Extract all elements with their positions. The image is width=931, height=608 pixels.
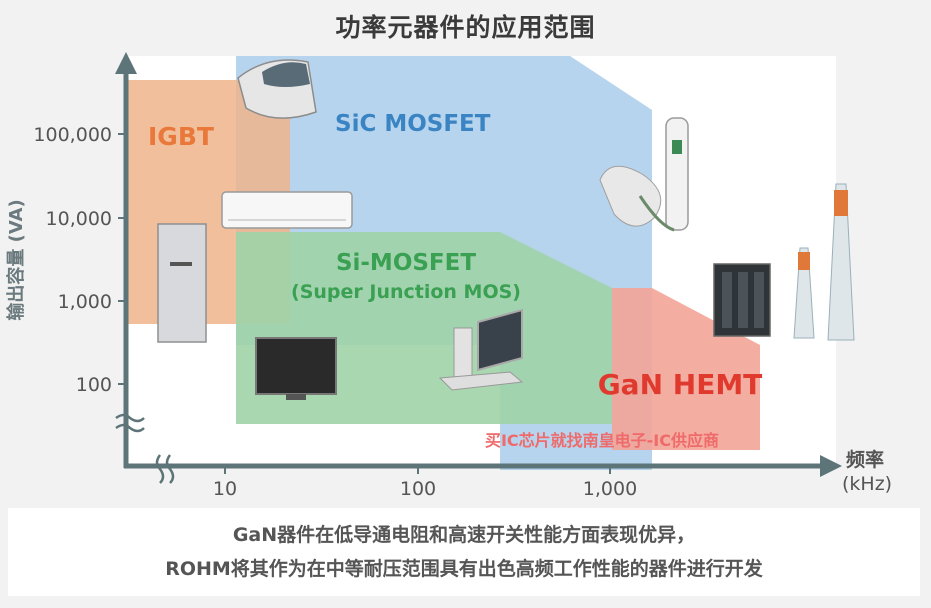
y-tick-label: 100,000 [33, 124, 112, 146]
server-slot [738, 272, 748, 328]
chart-title: 功率元器件的应用范围 [335, 13, 596, 42]
ev-charger-cable [638, 195, 675, 232]
y-axis-arrow [115, 52, 137, 74]
computer-monitor-illustration [477, 308, 523, 372]
cabinet-illustration [157, 223, 207, 343]
x-tick-label: 100 [400, 478, 436, 500]
x-tick-label: 1,000 [583, 478, 637, 500]
train-window [262, 62, 310, 87]
x-tick-label: 10 [213, 478, 237, 500]
y-tick-label: 100 [76, 374, 112, 396]
base-station-tower-small [793, 247, 815, 339]
chart-plot: 100 1,000 10,000 100,000 10 100 1,000 输出容量 (VA)… [5, 52, 892, 500]
x-axis-label: 频率 [846, 448, 884, 471]
footer-caption: GaN器件在低导通电阻和高速开关性能方面表现优异， ROHM将其作为在中等耐压范… [8, 508, 920, 596]
y-tick-label: 1,000 [58, 291, 112, 313]
x-axis-label-unit: (kHz) [842, 473, 892, 495]
y-axis-break [115, 413, 145, 433]
region-label-si-mosfet: Si-MOSFET [336, 250, 476, 276]
ev-charger-illustration [665, 117, 689, 231]
cabinet-display [170, 262, 192, 266]
computer-keyboard [438, 371, 524, 391]
region-label-gan-hemt: GaN HEMT [598, 368, 763, 401]
region-label-sic-mosfet: SiC MOSFET [335, 111, 491, 137]
server-slot [754, 272, 764, 328]
server-slot [722, 272, 732, 328]
base-station-antenna-small [798, 252, 810, 270]
region-label-igbt: IGBT [148, 122, 214, 151]
tv-stand [286, 394, 306, 400]
tv-illustration [255, 337, 337, 395]
footer-line-2: ROHM将其作为在中等耐压范围具有出色高频工作性能的器件进行开发 [165, 558, 763, 580]
x-axis-arrow [820, 455, 842, 477]
ev-charger-screen [672, 140, 682, 154]
footer-line-1: GaN器件在低导通电阻和高速开关性能方面表现优异， [232, 524, 696, 546]
air-conditioner-illustration [221, 191, 353, 229]
x-axis-break [155, 454, 175, 484]
y-tick-label: 10,000 [46, 208, 112, 230]
base-station-tower-illustration [827, 183, 855, 341]
computer-tower [453, 327, 473, 383]
watermark-text: 买IC芯片就找南皇电子-IC供应商 [485, 431, 719, 450]
ev-charger-plug [599, 165, 662, 227]
base-station-antenna [834, 190, 848, 216]
y-axis-label: 输出容量 (VA) [5, 199, 27, 320]
region-sublabel-si-mosfet: (Super Junction MOS) [291, 281, 521, 303]
